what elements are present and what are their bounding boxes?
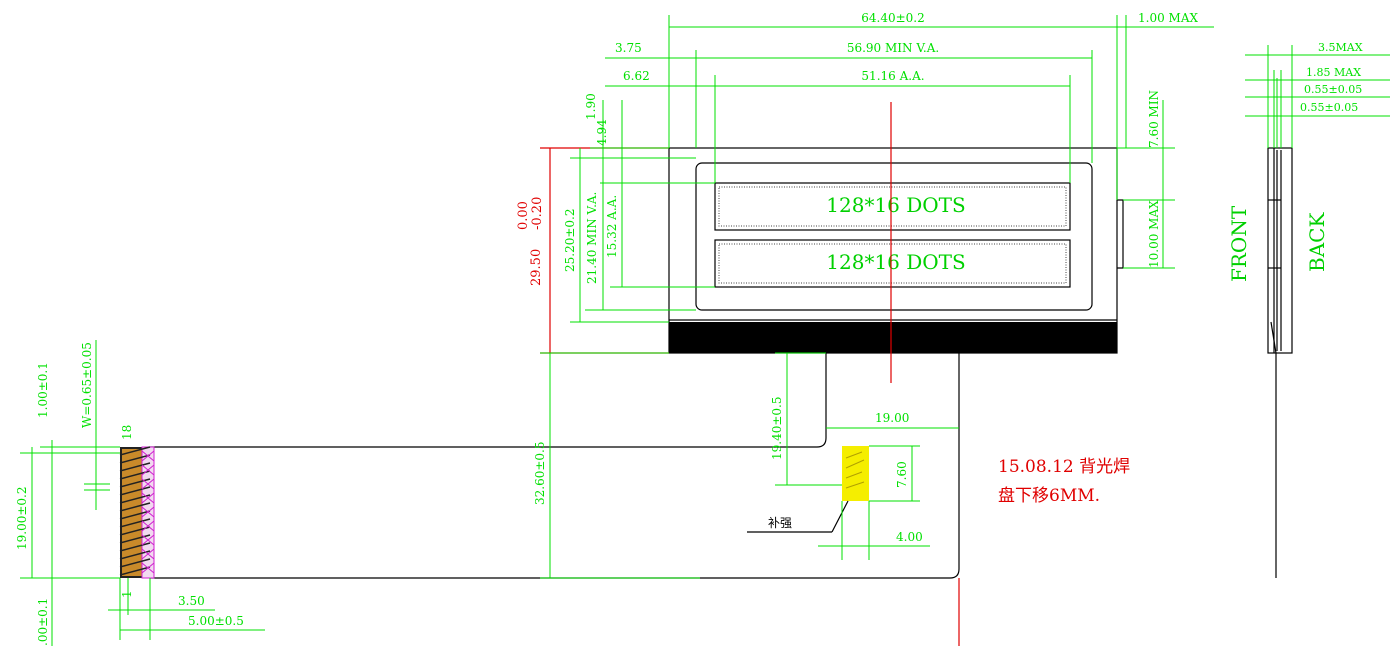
stiffener-offset-dim: 4.00	[896, 530, 923, 544]
back-label: BACK	[1305, 212, 1329, 272]
dot-row-2: 128*16 DOTS	[714, 239, 1071, 288]
side-view	[1267, 147, 1293, 578]
aa-width-dim: 51.16 A.A.	[861, 69, 924, 83]
fpc-length-dim: 32.60±0.5	[533, 442, 547, 506]
right-min-dim: 7.60 MIN	[1147, 90, 1161, 148]
side-module-thickness-dim: 1.85 MAX	[1306, 66, 1361, 79]
pin-width-dim: W=0.65±0.05	[80, 342, 94, 428]
stiffener-height-dim: 7.60	[895, 461, 909, 488]
fpc-width-dim: 19.00	[875, 411, 909, 425]
right-dimensions	[1117, 100, 1175, 269]
fpc-total-width-dim: 19.00±0.2	[15, 487, 29, 551]
side-total-thickness-dim: 3.5MAX	[1318, 41, 1363, 54]
stiffener-label: 补强	[768, 516, 792, 530]
dot-row-2-label: 128*16 DOTS	[826, 250, 965, 274]
fpc-dimensions	[540, 352, 959, 579]
module-outline	[668, 147, 1124, 354]
fpc-end-dim: 5.00±0.5	[188, 614, 244, 628]
top-offset-2-dim: 4.94	[595, 119, 609, 146]
pin1-label: 1	[120, 590, 134, 598]
outline-width-dim: 64.40±0.2	[861, 11, 925, 25]
pin-count-label: 18	[120, 425, 134, 440]
top-dimensions	[605, 15, 1214, 200]
fpc-offset-dim: 19.40±0.5	[770, 397, 784, 461]
left-aa-offset-dim: 6.62	[623, 69, 650, 83]
outline-height-dim: 29.50	[529, 249, 544, 286]
right-max-dim: 10.00 MAX	[1147, 200, 1161, 268]
outline-height-tol-lower: -0.20	[530, 197, 545, 230]
glass-height-dim: 25.20±0.2	[563, 209, 577, 273]
thickness-max-dim: 1.00 MAX	[1138, 11, 1198, 25]
pin-hatch	[119, 446, 155, 576]
side-polarizer-1-dim: 0.55±0.05	[1304, 83, 1362, 96]
side-polarizer-2-dim: 0.55±0.05	[1300, 101, 1358, 114]
revision-note-line1: 15.08.12 背光焊	[998, 457, 1130, 477]
left-va-offset-dim: 3.75	[615, 41, 642, 55]
pitch-bottom-dim: .00±0.1	[36, 598, 50, 646]
front-label: FRONT	[1227, 205, 1251, 282]
va-width-dim: 56.90 MIN V.A.	[847, 41, 939, 55]
revision-note-line2: 盘下移6MM.	[998, 486, 1100, 506]
dot-row-1-label: 128*16 DOTS	[826, 193, 965, 217]
pitch-dim: 1.00±0.1	[36, 362, 50, 418]
va-height-dim: 21.40 MIN V.A.	[585, 192, 599, 284]
pin-dimensions	[20, 340, 265, 646]
stiffener	[747, 446, 869, 533]
aa-height-dim: 15.32 A.A.	[605, 195, 619, 258]
dot-row-1: 128*16 DOTS	[714, 182, 1071, 231]
left-dimensions	[570, 100, 715, 323]
top-offset-1-dim: 1.90	[584, 93, 598, 120]
gold-finger-dim: 3.50	[178, 594, 205, 608]
side-dimensions	[1245, 45, 1390, 148]
outline-height-tol-upper: 0.00	[516, 201, 531, 230]
